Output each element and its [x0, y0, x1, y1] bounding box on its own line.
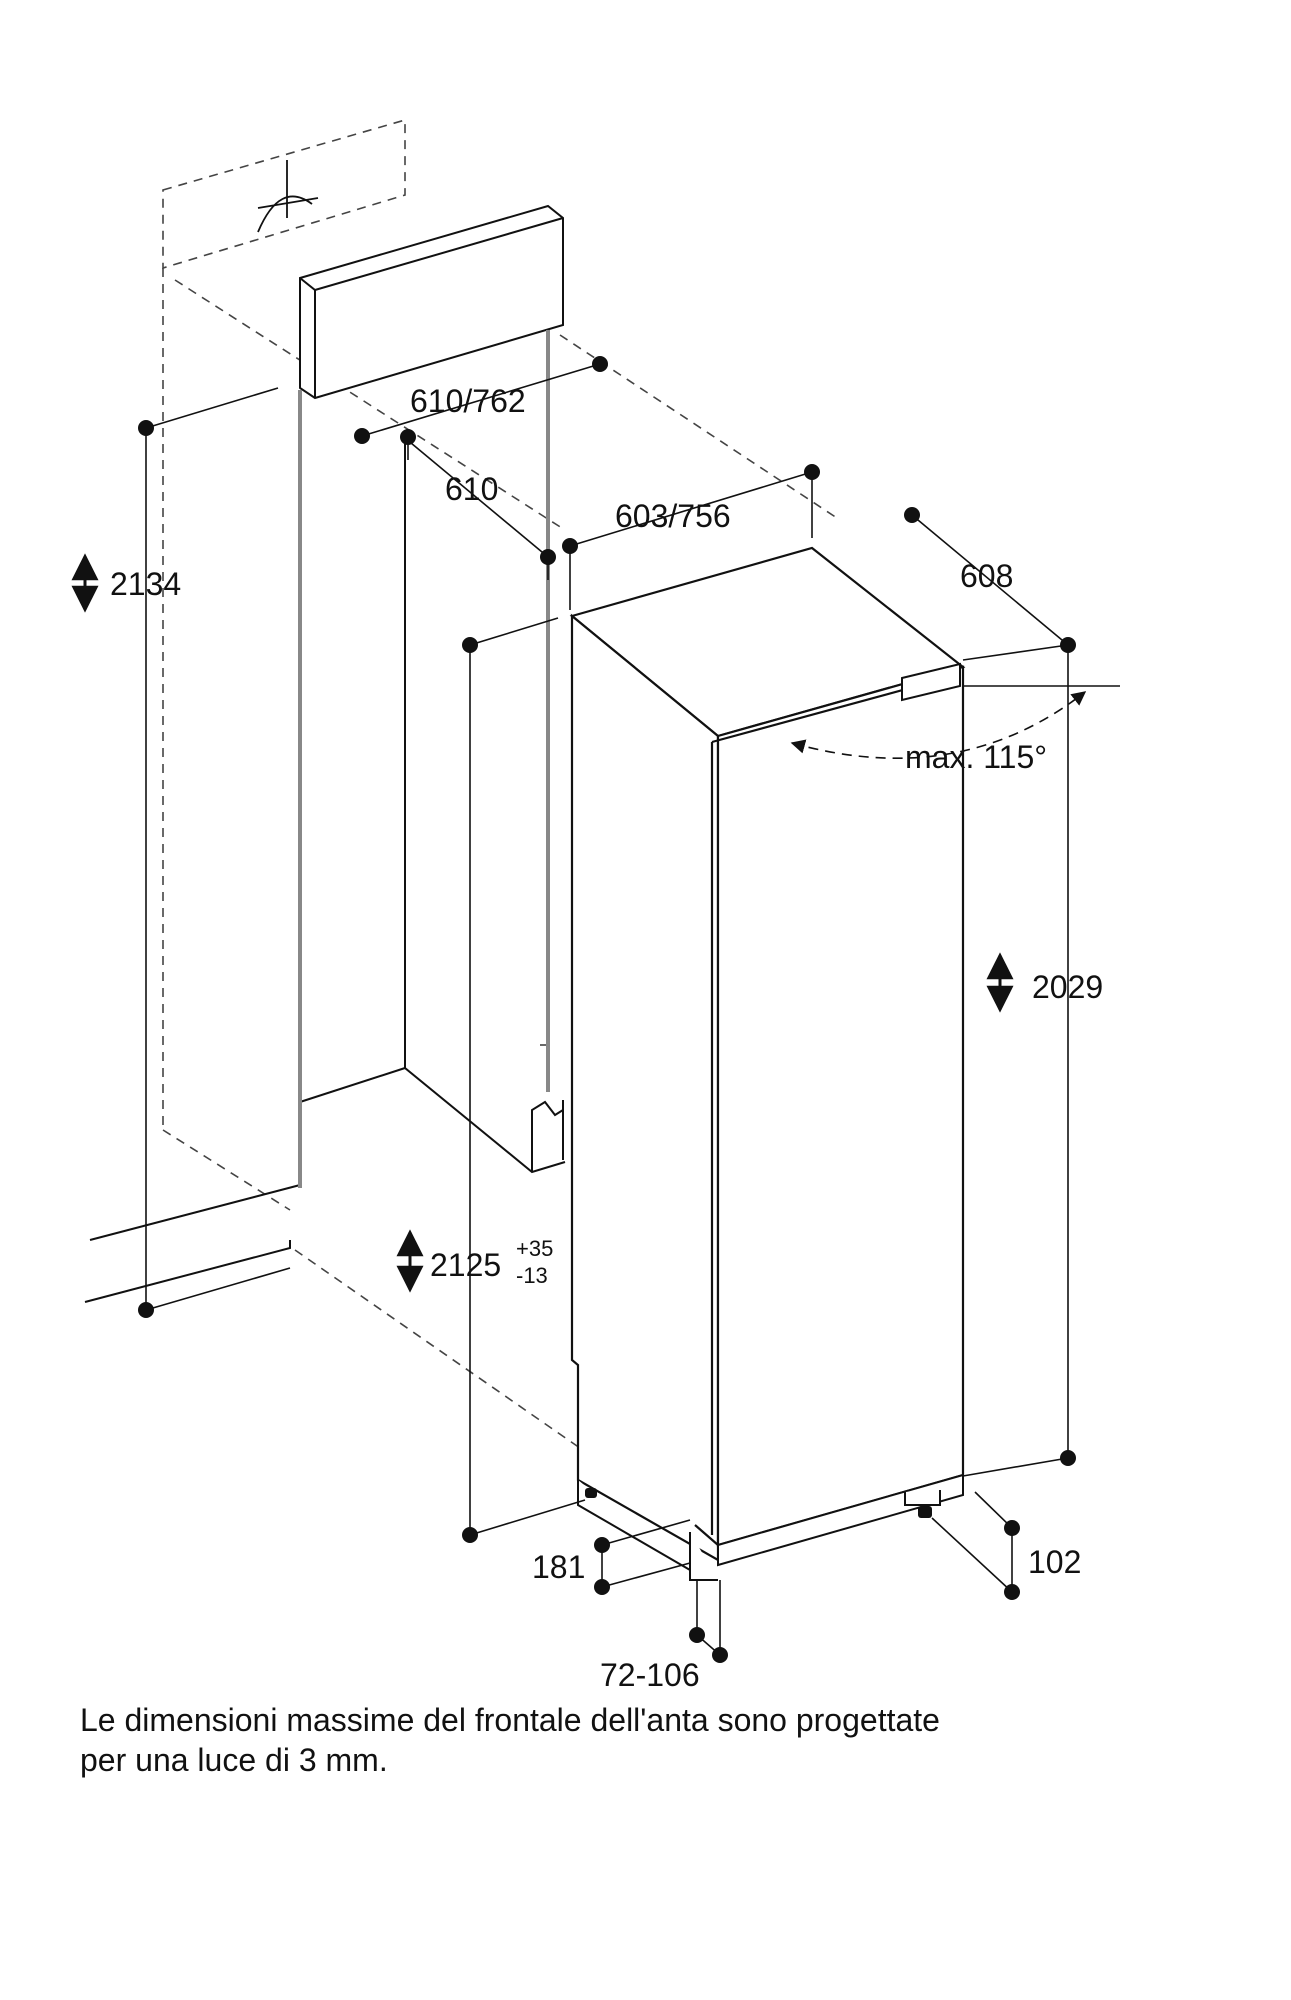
appliance-body [569, 546, 966, 1562]
niche-height-label: 2134 [110, 566, 181, 602]
foot-depth-label: 102 [1028, 1544, 1081, 1580]
installation-note: Le dimensioni massime del frontale dell'… [80, 1700, 1230, 1780]
top-cabinet-panel [299, 204, 564, 400]
niche-width-label: 610/762 [410, 383, 526, 419]
note-line-1: Le dimensioni massime del frontale dell'… [80, 1702, 940, 1738]
foot-icons [585, 1488, 932, 1518]
dimension-lines [145, 363, 1120, 1656]
ceiling-light-icon [257, 160, 319, 233]
plinth-setback-label: 72-106 [600, 1657, 700, 1693]
niche-wall-edges [298, 330, 550, 1188]
door-swing-arc [790, 691, 1087, 760]
appliance-width-label: 603/756 [615, 498, 731, 534]
niche-depth-label: 610 [445, 471, 498, 507]
appliance-depth-label: 608 [960, 558, 1013, 594]
install-height-label: 2125 [430, 1247, 501, 1283]
appliance-base [577, 1473, 964, 1581]
dimension-endpoints [138, 356, 1076, 1663]
door-angle-label: max. 115° [905, 739, 1047, 775]
note-line-2: per una luce di 3 mm. [80, 1742, 388, 1778]
height-arrow-icons [71, 553, 1014, 1293]
plinth-height-label: 181 [532, 1549, 585, 1585]
install-height-tolerance-plus: +35 [516, 1236, 553, 1261]
install-height-tolerance-minus: -13 [516, 1263, 548, 1288]
appliance-height-label: 2029 [1032, 969, 1103, 1005]
